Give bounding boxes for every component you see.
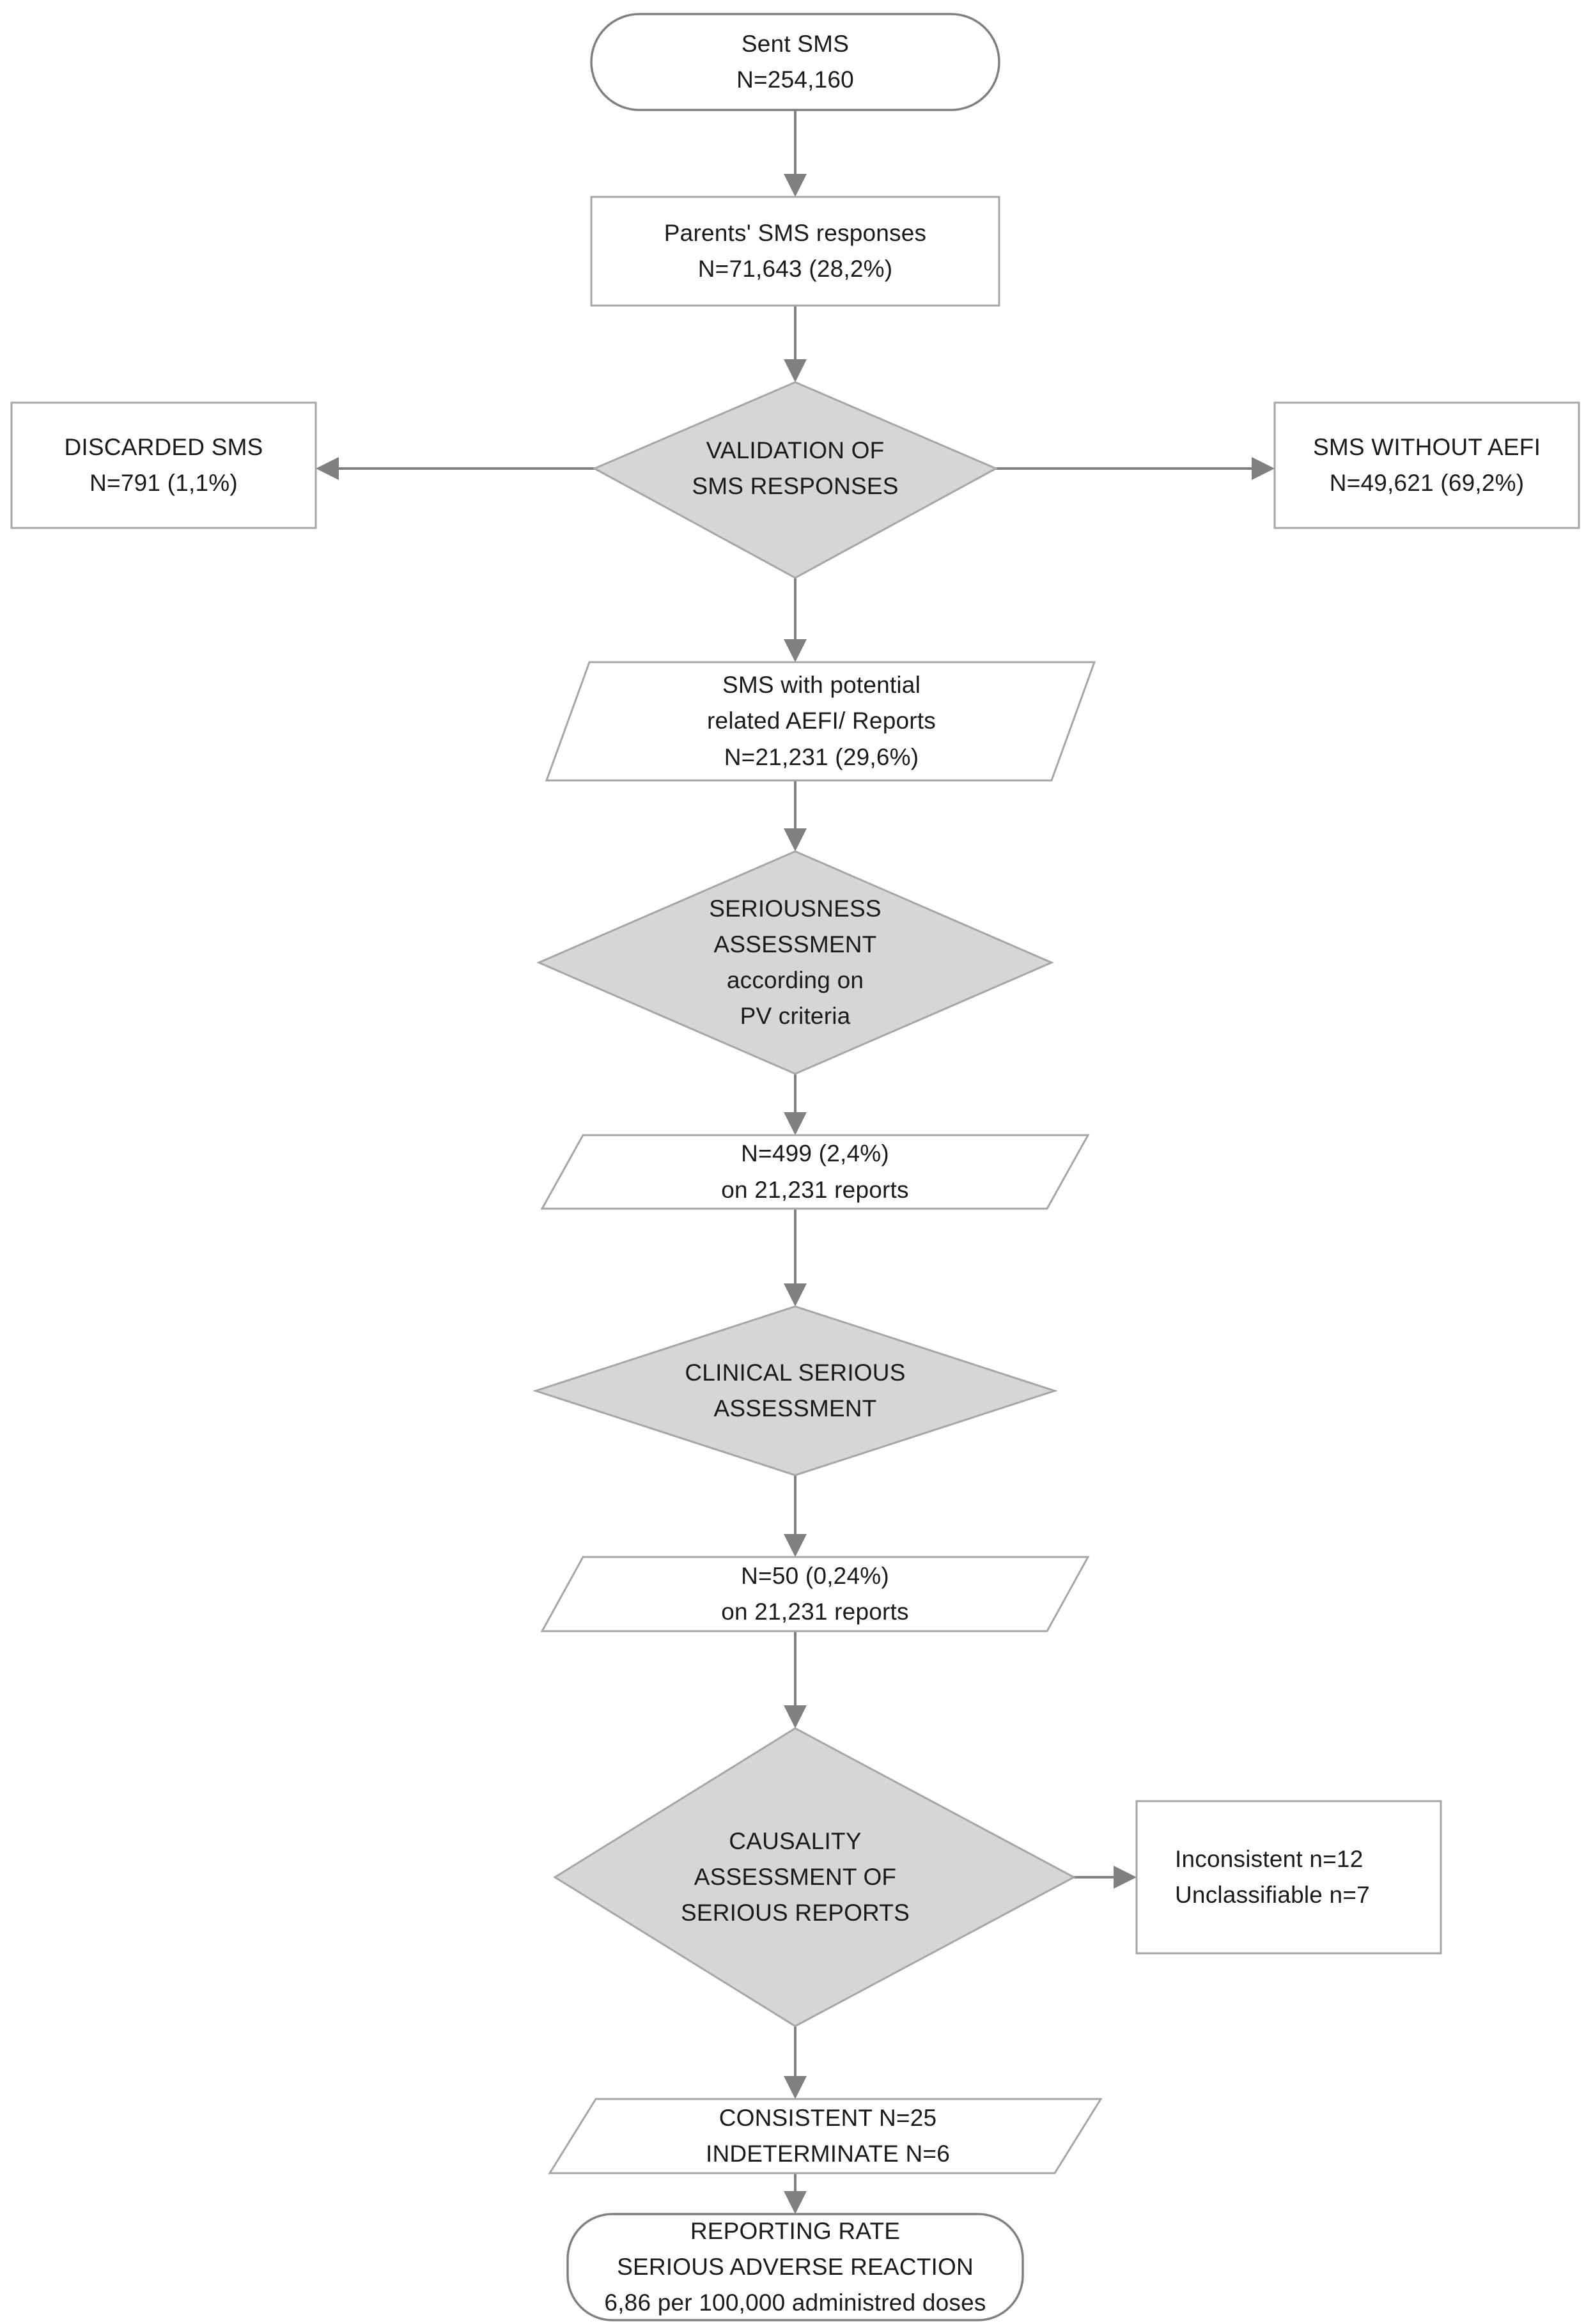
node-potential-aefi-shape <box>545 661 1096 782</box>
connector-clinical-to-50 <box>784 1475 807 1557</box>
node-serious-50-shape <box>540 1556 1090 1632</box>
connector-validation-to-potential <box>784 578 807 662</box>
connector-50-to-causality <box>784 1631 807 1728</box>
connector-seriousness-to-499 <box>784 1074 807 1135</box>
node-consistent-indeterminate-shape <box>548 2098 1103 2174</box>
node-inconsistent-unclassifiable-shape <box>1135 1800 1442 1955</box>
node-clinical-serious-assessment-shape <box>532 1305 1058 1476</box>
node-serious-499-shape <box>540 1134 1090 1210</box>
connector-499-to-clinical <box>784 1209 807 1306</box>
node-sms-without-aefi-shape <box>1273 401 1580 529</box>
node-causality-assessment-shape <box>553 1727 1076 2027</box>
connector-validation-to-discarded <box>316 457 594 480</box>
connector-potential-to-seriousness <box>784 780 807 851</box>
connector-validation-to-without-aefi <box>996 457 1275 480</box>
node-discarded-sms-shape <box>10 401 317 529</box>
connector-consistent-to-reporting <box>784 2173 807 2214</box>
connector-sent-to-parents <box>784 110 807 197</box>
node-validation-shape <box>592 381 999 579</box>
node-sent-sms-shape <box>590 13 1000 111</box>
node-seriousness-assessment-shape <box>536 850 1054 1075</box>
node-reporting-rate-shape <box>566 2213 1024 2321</box>
node-parents-responses-shape <box>590 196 1000 307</box>
connector-causality-to-consistent <box>784 2026 807 2099</box>
